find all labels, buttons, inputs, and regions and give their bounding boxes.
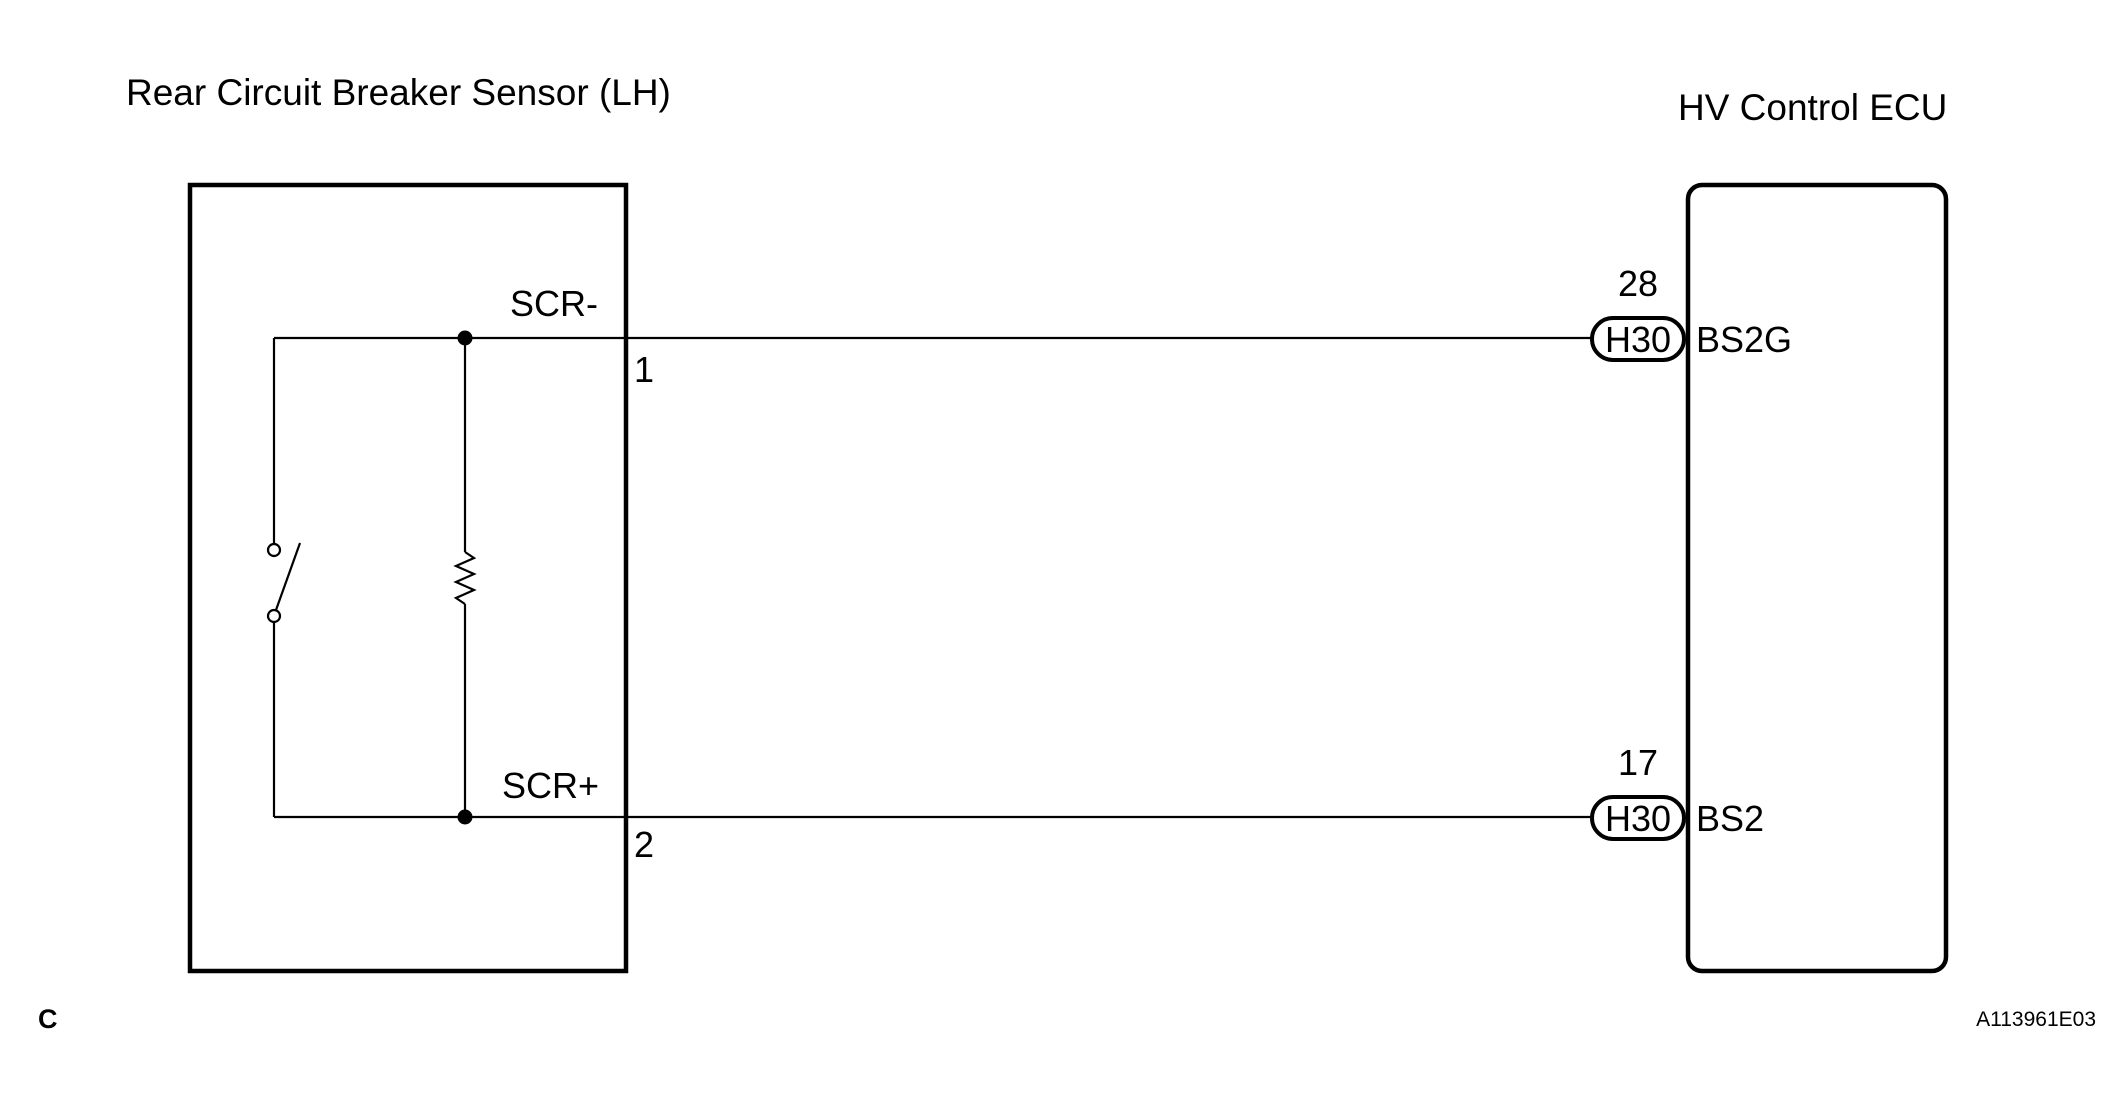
- connector-h30-bottom-label: H30: [1605, 798, 1671, 839]
- ecu-terminal-bs2g-label: BS2G: [1696, 319, 1792, 360]
- connector-h30-top: [1590, 316, 1686, 362]
- terminal-scr-neg-label: SCR-: [510, 283, 598, 324]
- connector-h30-bottom: [1590, 795, 1686, 841]
- ecu-pin-28-label: 28: [1618, 263, 1658, 304]
- ecu-box: [1685, 182, 1949, 974]
- terminal-pin-2-label: 2: [634, 824, 654, 865]
- ecu-pin-17-label: 17: [1618, 742, 1658, 783]
- figure-code: A113961E03: [1976, 1008, 2096, 1031]
- ecu-title: HV Control ECU: [1678, 87, 1947, 128]
- sensor-box: [187, 182, 629, 974]
- section-letter: C: [38, 1004, 58, 1034]
- connector-h30-top-label: H30: [1605, 319, 1671, 360]
- ecu-terminal-bs2-label: BS2: [1696, 798, 1764, 839]
- sensor-title: Rear Circuit Breaker Sensor (LH): [126, 72, 671, 113]
- resistor-symbol: [453, 551, 477, 605]
- switch-symbol: [266, 542, 302, 624]
- sensor-internal-circuit: [272, 336, 467, 819]
- terminal-pin-1-label: 1: [634, 349, 654, 390]
- terminal-scr-pos-label: SCR+: [502, 765, 599, 806]
